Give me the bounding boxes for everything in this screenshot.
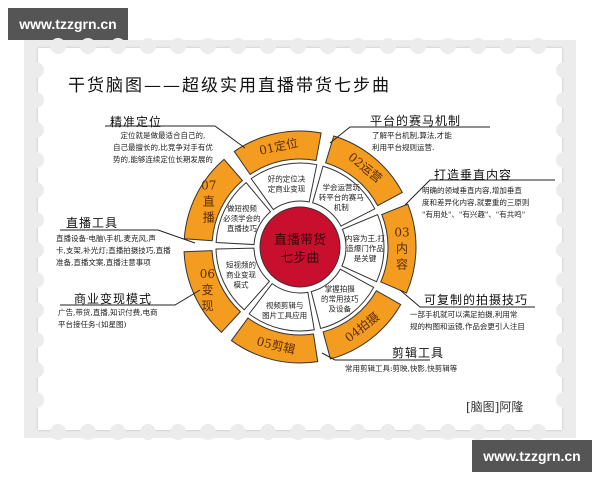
- note-heading-shooting: 可复制的拍摄技巧: [424, 293, 529, 307]
- watermark-bottom: www.tzzgrn.cn: [472, 440, 592, 472]
- leader-lines: [60, 125, 555, 361]
- step-desc-06: 短视频的商业变现模式: [226, 259, 256, 289]
- step-desc-04: 掌握拍摄的常用技巧及设备: [321, 283, 359, 313]
- note-heading-tools: 直播工具: [66, 216, 119, 230]
- step-desc-02: 学会运营玩转平台的赛马机制: [319, 182, 364, 212]
- step-desc-03: 内容为王,打造爆门作品是关键: [345, 233, 385, 263]
- center-title: 直播带货七步曲: [274, 232, 326, 266]
- watermark-top: www.tzzgrn.cn: [8, 8, 128, 40]
- page-title: 干货脑图——超级实用直播带货七步曲: [68, 76, 391, 96]
- note-body-positioning: 定位就是做最适合自己的, 自己最擅长的,比竞争对手有优 势的,能够连续定位长期发…: [113, 131, 213, 164]
- signature: [脑图]阿隆: [466, 400, 524, 414]
- note-heading-positioning: 精准定位: [110, 115, 163, 129]
- note-body-platform: 了解平台机制,算法,才能 利用平台规则运营.: [372, 131, 452, 152]
- note-heading-monetize: 商业变现模式: [74, 292, 153, 306]
- step-desc-07: 做短视频必须学会的直播技巧: [223, 203, 261, 233]
- note-heading-vertical: 打造垂直内容: [434, 168, 513, 182]
- note-body-vertical: 明确的领域垂直内容,增加垂直 度和差异化内容,就要重的三原则 "有用处"、"有兴…: [422, 186, 530, 219]
- note-body-editing: 常用剪辑工具:剪映,快影,快剪辑等: [345, 364, 458, 373]
- note-body-tools: 直播设备-电脑\手机,麦克风,声 卡,支架,补光灯;直播拍摄技巧,直播 准备,直…: [56, 234, 171, 267]
- note-heading-platform: 平台的赛马机制: [370, 114, 462, 128]
- note-body-monetize: 广告,带货,直播,知识付费,电商 平台接任务-(如星图): [58, 308, 158, 329]
- step-desc-01: 好的定位决定商业变现: [268, 173, 306, 193]
- center-circle: [259, 206, 341, 288]
- step-desc-05: 视频剪辑与图片工具应用: [262, 300, 307, 320]
- note-heading-editing: 剪辑工具: [392, 346, 445, 360]
- note-body-shooting: 一部手机就可以满足拍摄,利用常 规的构图和运镜,作品会更引人注目: [410, 310, 525, 331]
